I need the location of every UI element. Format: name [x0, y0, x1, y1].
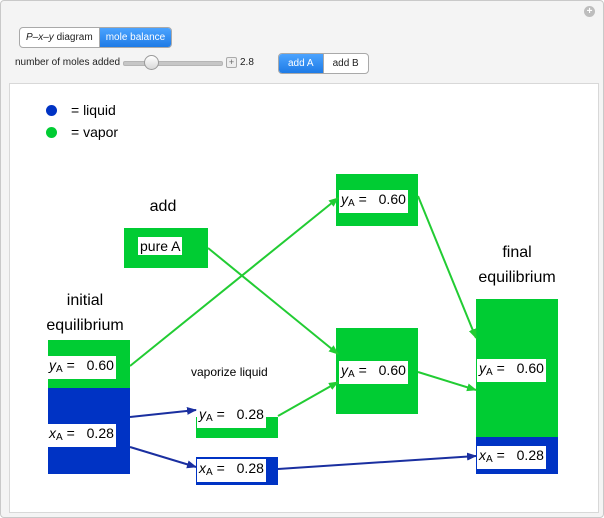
initial-vapor-label: yA = 0.60 — [47, 356, 116, 379]
vaporize-heading: vaporize liquid — [191, 365, 268, 379]
initial-liquid-value: 0.28 — [86, 425, 114, 441]
initial-liquid-label: xA = 0.28 — [47, 424, 116, 447]
initial-heading-line2: equilibrium — [46, 317, 124, 334]
final-liquid-value: 0.28 — [516, 447, 544, 463]
remaining-liquid-value: 0.28 — [236, 460, 264, 476]
add-heading: add — [149, 198, 177, 215]
eq-symbol: = — [66, 357, 75, 373]
initial-heading: initial equilibrium — [30, 288, 140, 338]
add-b-button[interactable]: add B — [322, 54, 368, 73]
mixed-vapor-label: yA = 0.60 — [339, 361, 408, 384]
final-heading: final equilibrium — [460, 240, 574, 290]
arrow-liquid-to-vaporize — [129, 406, 197, 418]
x-symbol: x — [479, 447, 486, 463]
vapor-dot-icon — [46, 127, 57, 138]
add-a-button[interactable]: add A — [279, 54, 323, 73]
final-vapor-value: 0.60 — [516, 360, 544, 376]
arrow-liquid-to-remaining — [129, 446, 197, 469]
y-symbol: y — [479, 360, 486, 376]
eq-symbol: = — [496, 360, 505, 376]
arrow-mixed-to-final — [417, 371, 477, 392]
arrow-remaining-to-final — [277, 452, 477, 470]
slider-label: number of moles added — [15, 57, 121, 68]
vaporized-label: yA = 0.28 — [197, 405, 266, 428]
remaining-liquid-label: xA = 0.28 — [197, 459, 266, 482]
sub-a: A — [348, 369, 355, 380]
initial-vapor-value: 0.60 — [86, 357, 114, 373]
top-vapor-value: 0.60 — [378, 191, 406, 207]
sub-a: A — [56, 364, 63, 375]
moles-slider-track[interactable] — [123, 61, 223, 66]
slider-value: 2.8 — [240, 57, 254, 68]
liquid-dot-icon — [46, 105, 57, 116]
initial-heading-line1: initial — [66, 292, 104, 309]
pure-a-label: pure A — [138, 237, 183, 255]
final-vapor-label: yA = 0.60 — [477, 359, 546, 382]
vaporized-value: 0.28 — [236, 406, 264, 422]
eq-symbol: = — [358, 362, 367, 378]
eq-symbol: = — [358, 191, 367, 207]
legend-liquid-label: = liquid — [71, 102, 116, 118]
arrow-vaporized-to-mixed — [277, 381, 339, 417]
y-symbol: y — [49, 357, 56, 373]
sub-a: A — [486, 454, 493, 465]
legend-liquid: = liquid — [46, 102, 116, 118]
arrow-top-to-final — [417, 195, 477, 339]
eq-symbol: = — [216, 406, 225, 422]
sub-a: A — [486, 367, 493, 378]
sub-a: A — [206, 467, 213, 478]
top-vapor-label: yA = 0.60 — [339, 190, 408, 213]
sub-a: A — [348, 198, 355, 209]
expand-icon[interactable]: + — [584, 6, 595, 17]
arrow-initial-to-top — [129, 197, 339, 367]
add-toggle: add A add B — [278, 53, 369, 74]
final-liquid-label: xA = 0.28 — [477, 446, 546, 469]
sub-a: A — [206, 413, 213, 424]
sub-a: A — [56, 432, 63, 443]
eq-symbol: = — [216, 460, 225, 476]
y-symbol: y — [199, 406, 206, 422]
moles-slider-thumb[interactable] — [143, 55, 159, 70]
mode-toggle: P–x–y diagram mole balance — [19, 27, 173, 48]
mode-option-pxy[interactable]: P–x–y diagram — [26, 32, 93, 43]
eq-symbol: = — [496, 447, 505, 463]
eq-symbol: = — [66, 425, 75, 441]
mixed-vapor-value: 0.60 — [378, 362, 406, 378]
x-symbol: x — [199, 460, 206, 476]
final-heading-line2: equilibrium — [478, 269, 556, 286]
slider-expand-icon[interactable]: + — [226, 57, 237, 68]
legend-vapor: = vapor — [46, 124, 118, 140]
mode-option-mole-balance[interactable]: mole balance — [98, 28, 172, 47]
final-heading-line1: final — [502, 244, 532, 261]
legend-vapor-label: = vapor — [71, 124, 119, 140]
arrow-pure-a-to-mixed — [207, 247, 339, 355]
y-symbol: y — [341, 191, 348, 207]
y-symbol: y — [341, 362, 348, 378]
diagram-panel: = liquid = vapor add initial equilibrium… — [9, 83, 599, 513]
x-symbol: x — [49, 425, 56, 441]
